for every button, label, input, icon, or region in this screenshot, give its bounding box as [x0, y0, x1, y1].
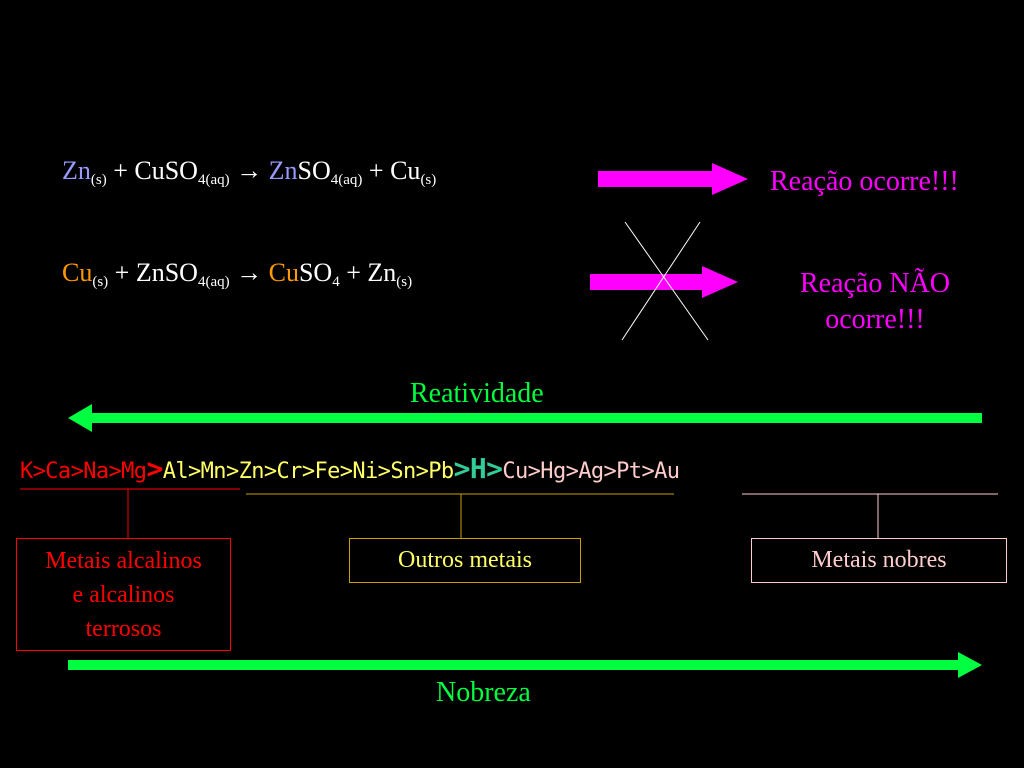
copper-symbol: Cu — [62, 258, 93, 287]
other-metals-box: Outros metais — [349, 538, 581, 583]
alkaline-series: K>Ca>Na>Mg — [20, 459, 147, 484]
other-metals-series: Al>Mn>Zn>Cr>Fe>Ni>Sn>Pb — [162, 459, 454, 484]
equation-1: Zn(s) + CuSO4(aq) → ZnSO4(aq) + Cu(s) — [62, 156, 437, 188]
copper-symbol-product: Cu — [268, 258, 299, 287]
noble-metals-series: Cu>Hg>Ag>Pt>Au — [502, 459, 680, 484]
cross-line-1 — [624, 221, 709, 341]
reactivity-label: Reatividade — [410, 378, 544, 409]
reaction-arrow-1 — [598, 163, 748, 195]
zinc-symbol-product: Zn — [268, 156, 298, 185]
reactivity-arrow — [68, 404, 982, 432]
nobility-arrow — [68, 652, 982, 678]
zinc-symbol: Zn — [62, 156, 91, 185]
result-2-line2: ocorre!!! — [825, 304, 925, 335]
hydrogen-symbol: H — [469, 452, 487, 485]
nobility-label: Nobreza — [436, 677, 531, 708]
reactivity-series: K>Ca>Na>Mg>Al>Mn>Zn>Cr>Fe>Ni>Sn>Pb>H>Cu>… — [20, 452, 680, 485]
cross-line-2 — [621, 221, 701, 341]
noble-metals-box: Metais nobres — [751, 538, 1007, 583]
result-1: Reação ocorre!!! — [770, 166, 959, 197]
equation-2: Cu(s) + ZnSO4(aq) → CuSO4 + Zn(s) — [62, 258, 413, 290]
alkaline-metals-box: Metais alcalinos e alcalinos terrosos — [16, 538, 231, 651]
result-2-line1: Reação NÃO — [799, 268, 951, 299]
reaction-arrow-2 — [590, 266, 738, 298]
result-2: Reação NÃO ocorre!!! — [740, 266, 1010, 338]
